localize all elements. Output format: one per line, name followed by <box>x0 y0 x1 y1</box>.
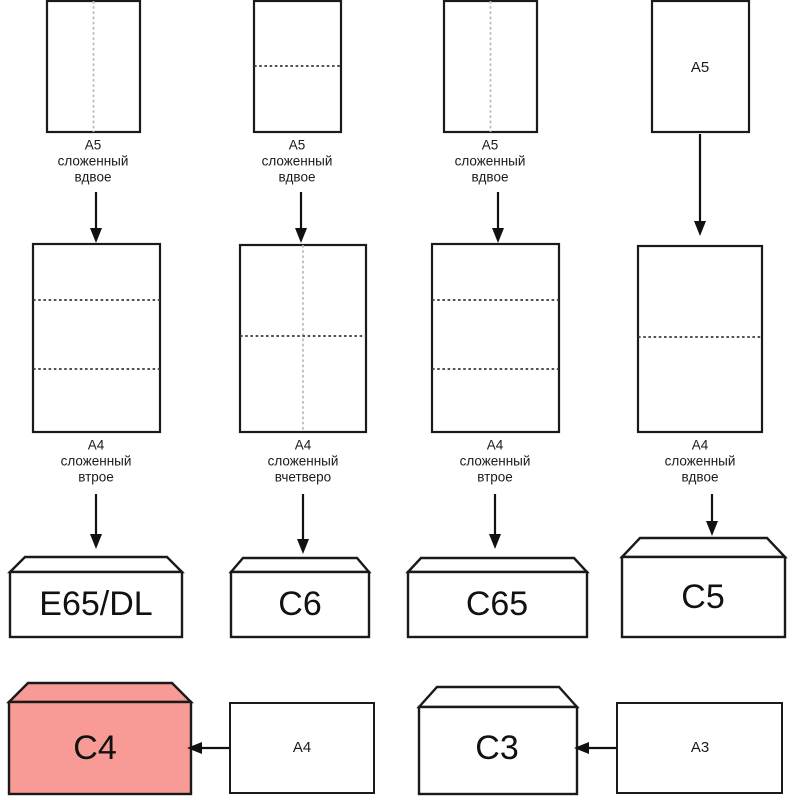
arrow-a4-to-c4 <box>187 742 230 754</box>
envelope-c6-label: C6 <box>278 585 321 623</box>
envelope-c3-label: C3 <box>475 729 518 767</box>
col-1-mid-caption-line1: A4 <box>88 438 105 453</box>
col-1-mid-group: A4 сложенный втрое <box>31 242 162 549</box>
col-2-mid-caption-line3: вчетверо <box>275 470 331 485</box>
mid-paper-a4-quarters <box>238 243 368 434</box>
col-2-source-caption-line3: вдвое <box>279 170 316 185</box>
col-1-arrow-a4-to-envelope <box>90 494 102 549</box>
col-3-arrow-a4-to-envelope <box>489 494 501 549</box>
envelope-c5-label: C5 <box>681 578 724 616</box>
col-4-mid-caption-line1: A4 <box>692 438 709 453</box>
envelope-e65-dl-label: E65/DL <box>39 585 152 623</box>
col-2-mid-group: A4 сложенный вчетверо <box>238 243 368 554</box>
col-3-source-group: A5 сложенный вдвое <box>442 0 539 243</box>
bottom-paper-a3-label: A3 <box>691 739 709 756</box>
envelope-c4: C4 <box>6 681 194 796</box>
envelope-e65-dl: E65/DL <box>7 555 185 639</box>
bottom-paper-a3 <box>616 702 783 794</box>
col-2-arrow-a5-to-a4 <box>295 192 307 243</box>
col-2-source-caption-line1: A5 <box>289 138 306 153</box>
bottom-paper-a4-group: A4 <box>229 702 375 794</box>
col-4-mid-group: A4 сложенный вдвое <box>636 244 764 536</box>
col-2-source-group: A5 сложенный вдвое <box>252 0 343 243</box>
col-3-mid-caption-line1: A4 <box>487 438 504 453</box>
col-1-arrow-a5-to-a4 <box>90 192 102 243</box>
col-2-mid-caption-line1: A4 <box>295 438 312 453</box>
col-2-mid-caption-line2: сложенный <box>268 454 339 469</box>
col-4-mid-caption-line2: сложенный <box>665 454 736 469</box>
col-4-mid-caption-line3: вдвое <box>682 470 719 485</box>
bottom-paper-a4 <box>229 702 375 794</box>
envelope-c4-label: C4 <box>73 729 116 767</box>
col-1-mid-caption-line3: втрое <box>78 470 114 485</box>
col-3-mid-caption-line2: сложенный <box>460 454 531 469</box>
envelope-c5: C5 <box>619 536 788 639</box>
col-2-arrow-a4-to-envelope <box>297 494 309 554</box>
col-1-mid-caption-line2: сложенный <box>61 454 132 469</box>
col-1-source-caption-line3: вдвое <box>75 170 112 185</box>
mid-paper-a4-half <box>636 244 764 434</box>
col-1-source-group: A5 сложенный вдвое <box>45 0 142 243</box>
envelope-c3: C3 <box>416 685 580 796</box>
col-3-source-caption-line1: A5 <box>482 138 499 153</box>
col-4-source-group: A5 <box>650 0 751 236</box>
col-4-arrow-a5-to-a4 <box>694 134 706 236</box>
bottom-paper-a4-label: A4 <box>293 739 311 756</box>
col-3-source-caption-line3: вдвое <box>472 170 509 185</box>
bottom-paper-a3-group: A3 <box>616 702 783 794</box>
col-4-arrow-a4-to-envelope <box>706 494 718 536</box>
col-1-source-caption-line1: A5 <box>85 138 102 153</box>
envelope-c65-label: C65 <box>466 585 528 623</box>
col-1-source-caption-line2: сложенный <box>58 154 129 169</box>
col-3-mid-group: A4 сложенный втрое <box>430 242 561 549</box>
envelope-c6: C6 <box>228 556 372 639</box>
col-4-source-inner-label: A5 <box>691 59 709 76</box>
mid-paper-a4-thirds <box>31 242 162 434</box>
envelope-c65: C65 <box>405 556 590 639</box>
col-3-source-caption-line2: сложенный <box>455 154 526 169</box>
col-3-mid-caption-line3: втрое <box>477 470 513 485</box>
col-3-arrow-a5-to-a4 <box>492 192 504 243</box>
source-paper-a5-plain <box>650 0 751 134</box>
arrow-a3-to-c3 <box>574 742 617 754</box>
col-2-source-caption-line2: сложенный <box>262 154 333 169</box>
mid-paper-a4-thirds-2 <box>430 242 561 434</box>
